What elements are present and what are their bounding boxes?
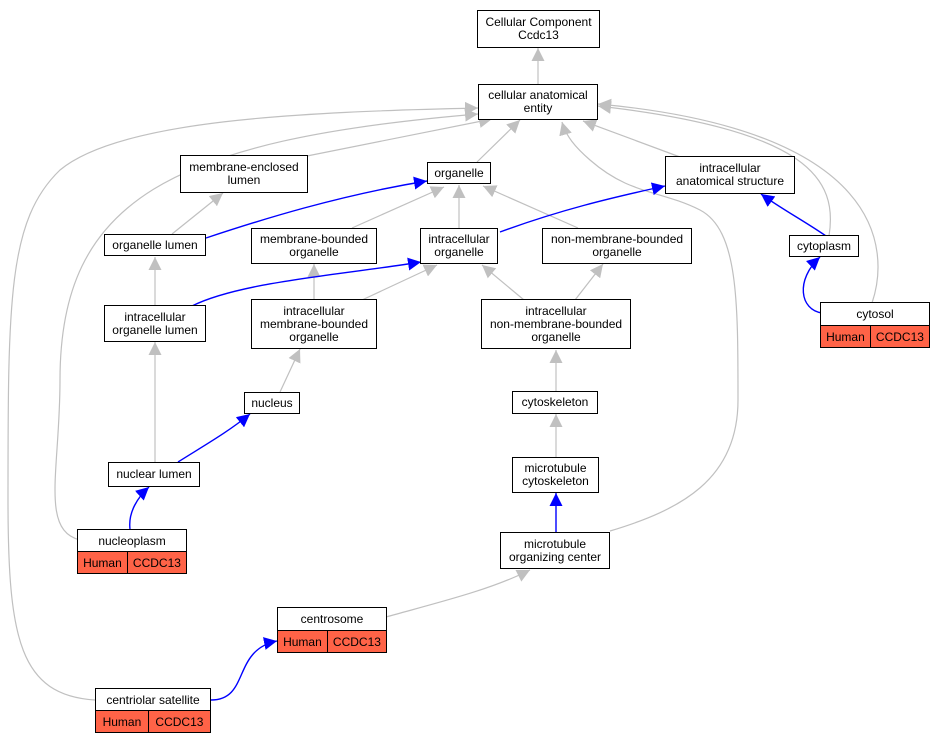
- node-label: membrane-bounded organelle: [259, 232, 369, 259]
- node-intracellular-non-membrane-bounded-organelle[interactable]: intracellular non-membrane-bounded organ…: [481, 299, 631, 349]
- edge-inmbo-nmbo: [574, 263, 604, 301]
- edge-centsat-cae: [7, 101, 479, 701]
- node-intracellular-organelle[interactable]: intracellular organelle: [420, 228, 498, 264]
- edge-iol-io-partof: [191, 257, 422, 307]
- species-cell: Human: [278, 631, 327, 652]
- edge-nucleoplasm-nl-partof: [129, 486, 150, 530]
- node-cytoplasm[interactable]: cytoplasm: [789, 235, 859, 257]
- gene-cell: CCDC13: [147, 711, 211, 732]
- node-label: cytoskeleton: [521, 395, 589, 409]
- edge-centrosome-moc: [385, 569, 531, 618]
- node-microtubule-cytoskeleton[interactable]: microtubule cytoskeleton: [512, 457, 599, 493]
- node-label: non-membrane-bounded organelle: [550, 232, 684, 259]
- node-organelle-lumen[interactable]: organelle lumen: [104, 234, 206, 256]
- node-cytoskeleton[interactable]: cytoskeleton: [512, 391, 598, 414]
- node-label: Cellular Component Ccdc13: [485, 15, 592, 42]
- edge-inmbo-io: [481, 264, 525, 301]
- node-label: membrane-enclosed lumen: [189, 160, 299, 187]
- edge-ias-cae: [582, 119, 681, 158]
- node-label: cellular anatomical entity: [488, 88, 588, 115]
- edge-mbo-org: [351, 186, 445, 229]
- node-organelle[interactable]: organelle: [427, 162, 491, 184]
- node-microtubule-organizing-center[interactable]: microtubule organizing center: [500, 532, 610, 569]
- node-label: centriolar satellite: [96, 689, 210, 711]
- edge-centsat-centrosome-partof: [210, 637, 278, 701]
- node-centrosome[interactable]: centrosome Human CCDC13: [277, 607, 387, 653]
- edge-cyto-cae: [597, 101, 832, 237]
- node-cytosol[interactable]: cytosol Human CCDC13: [820, 302, 930, 348]
- species-cell: Human: [78, 552, 127, 573]
- node-label: intracellular organelle: [428, 232, 490, 259]
- node-label: organelle lumen: [112, 237, 198, 252]
- node-label: intracellular anatomical structure: [675, 161, 785, 188]
- node-nucleoplasm[interactable]: nucleoplasm Human CCDC13: [77, 529, 187, 574]
- node-label: intracellular non-membrane-bounded organ…: [489, 303, 623, 344]
- edge-nl-nuc-partof: [177, 413, 251, 463]
- gene-cell: CCDC13: [869, 326, 930, 347]
- species-cell: Human: [821, 326, 870, 347]
- edge-nuc-imbo: [279, 348, 301, 393]
- edge-moc-cae: [559, 121, 739, 532]
- node-intracellular-organelle-lumen[interactable]: intracellular organelle lumen: [104, 305, 206, 342]
- node-label: organelle: [434, 165, 484, 180]
- edge-cytosol-cae: [597, 98, 879, 304]
- node-label: microtubule organizing center: [508, 536, 602, 564]
- gene-cell: CCDC13: [326, 631, 387, 652]
- edge-olum-org-partof: [205, 176, 428, 239]
- node-label: cytoplasm: [796, 238, 852, 253]
- node-nucleus[interactable]: nucleus: [244, 392, 300, 414]
- node-label: nucleus: [251, 395, 293, 410]
- node-cellular-component-root[interactable]: Cellular Component Ccdc13: [477, 10, 600, 48]
- edge-imbo-io: [361, 264, 438, 301]
- gene-cell: CCDC13: [126, 552, 187, 573]
- node-label: centrosome: [278, 608, 386, 631]
- node-label: cytosol: [821, 303, 929, 326]
- node-label: nucleoplasm: [78, 530, 186, 552]
- node-nuclear-lumen[interactable]: nuclear lumen: [108, 462, 200, 487]
- node-membrane-bounded-organelle[interactable]: membrane-bounded organelle: [251, 228, 377, 264]
- edge-cyto-ias-partof: [760, 193, 827, 237]
- node-label: nuclear lumen: [116, 467, 192, 481]
- edge-nucleoplasm-cae: [54, 108, 479, 541]
- edge-io-ias-partof: [499, 182, 666, 233]
- node-membrane-enclosed-lumen[interactable]: membrane-enclosed lumen: [180, 155, 308, 193]
- edge-org-cae: [476, 119, 521, 163]
- edge-cytosol-cyto-partof: [802, 256, 823, 314]
- node-label: intracellular membrane-bounded organelle: [259, 303, 369, 344]
- node-label: intracellular organelle lumen: [112, 309, 198, 337]
- node-cellular-anatomical-entity[interactable]: cellular anatomical entity: [478, 84, 598, 120]
- edge-mel-cae: [301, 115, 493, 158]
- species-cell: Human: [96, 711, 148, 732]
- node-intracellular-membrane-bounded-organelle[interactable]: intracellular membrane-bounded organelle: [251, 299, 377, 349]
- edge-olum-mel: [171, 192, 224, 235]
- node-label: microtubule cytoskeleton: [522, 461, 589, 488]
- node-centriolar-satellite[interactable]: centriolar satellite Human CCDC13: [95, 688, 211, 733]
- edge-nmbo-org: [482, 185, 579, 229]
- node-intracellular-anatomical-structure[interactable]: intracellular anatomical structure: [665, 156, 795, 194]
- node-non-membrane-bounded-organelle[interactable]: non-membrane-bounded organelle: [542, 228, 692, 264]
